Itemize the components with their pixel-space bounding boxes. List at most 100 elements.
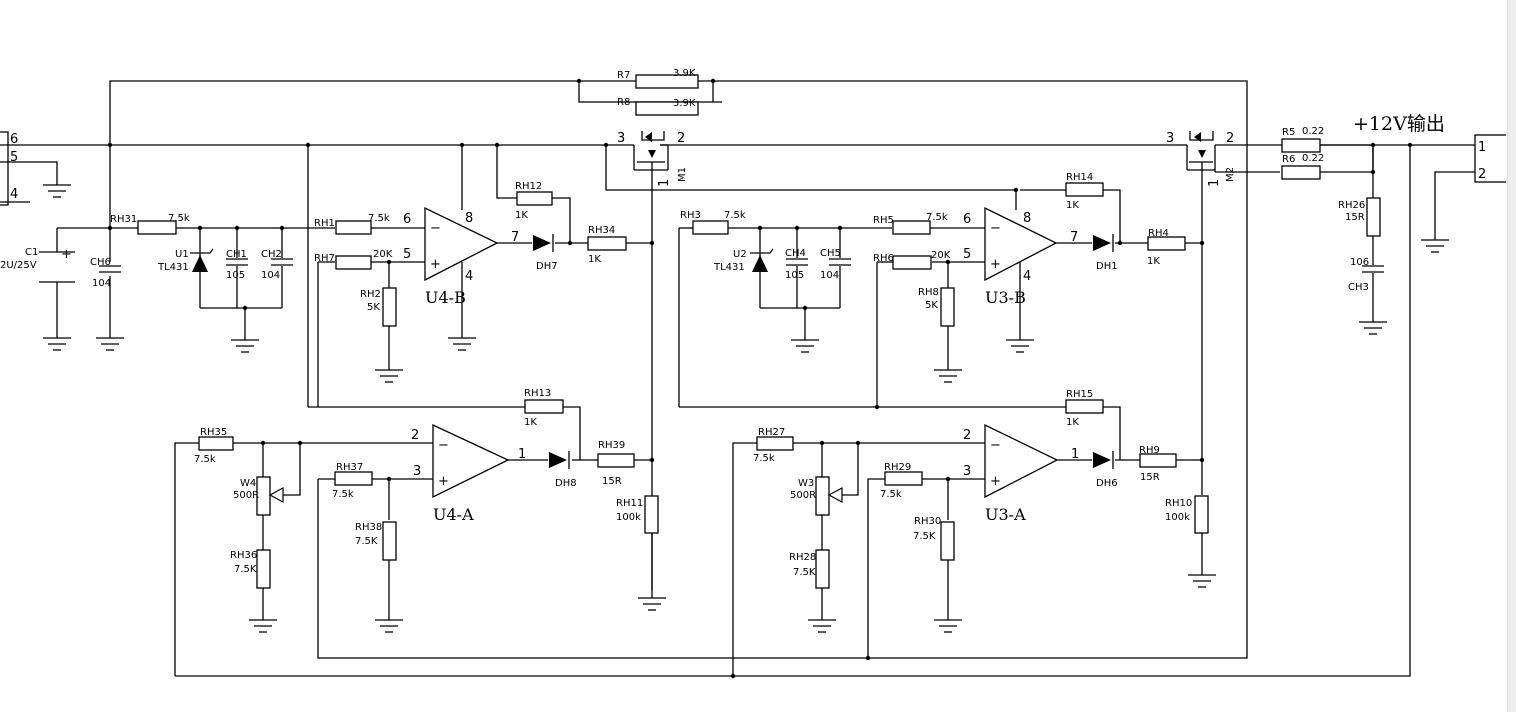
resistor-ref: RH8 — [918, 287, 939, 298]
resistor-value: 7.5k — [194, 454, 216, 465]
resistor-value: 5K — [925, 300, 938, 311]
resistor-ref: RH7 — [314, 253, 335, 264]
resistor-ref: RH39 — [598, 440, 625, 451]
resistor-ref: RH30 — [914, 516, 941, 527]
resistor-ref: RH11 — [616, 498, 643, 509]
svg-text:2: 2 — [411, 428, 419, 443]
resistor-ref: RH26 — [1338, 200, 1365, 211]
connector-in: 6 5 4 — [0, 131, 18, 206]
resistor-value: 1K — [1066, 200, 1079, 211]
diode-label: DH6 — [1096, 478, 1118, 489]
resistor-value: 5K — [367, 302, 380, 313]
svg-text:4: 4 — [10, 187, 18, 202]
svg-text:5: 5 — [403, 247, 411, 262]
resistor-ref: RH37 — [336, 462, 363, 473]
resistor-ref: RH29 — [884, 462, 911, 473]
svg-text:1: 1 — [1207, 179, 1222, 187]
svg-text:5: 5 — [10, 150, 18, 165]
svg-text:1: 1 — [1478, 140, 1486, 155]
resistor-value: 1K — [1147, 256, 1160, 267]
svg-text:6: 6 — [10, 132, 18, 147]
resistor-value: 7.5k — [368, 213, 390, 224]
capacitor-ref: CH5 — [820, 248, 841, 259]
opamp-label: U4-A — [433, 505, 474, 524]
resistor-value: 15R — [1345, 212, 1365, 223]
resistor-value: 7.5k — [926, 212, 948, 223]
resistor-ref: RH13 — [524, 388, 551, 399]
resistor-value: 100k — [616, 512, 641, 523]
resistor-ref: RH34 — [588, 225, 615, 236]
svg-text:5: 5 — [963, 247, 971, 262]
resistor-value: 7.5k — [332, 489, 354, 500]
capacitor-value: 105 — [226, 270, 245, 281]
pot-value: 500R — [790, 490, 816, 501]
capacitor-value: 104 — [820, 270, 839, 281]
resistor-ref: RH31 — [110, 214, 137, 225]
resistor-value: 0.22 — [1302, 126, 1324, 137]
svg-text:3: 3 — [617, 131, 625, 146]
resistor-ref: RH4 — [1148, 228, 1169, 239]
resistor-ref: RH6 — [873, 253, 894, 264]
svg-text:−: − — [438, 438, 449, 453]
resistor-ref: RH38 — [355, 522, 382, 533]
resistor-value: 3.9K — [673, 68, 696, 79]
mosfets: 3 2 1 3 2 1 M1 M2 — [600, 131, 1236, 187]
capacitor-ref: CH4 — [785, 248, 806, 259]
svg-text:3: 3 — [963, 464, 971, 479]
svg-text:8: 8 — [1023, 211, 1031, 226]
capacitor-ref: CH3 — [1348, 282, 1369, 293]
reference-value: TL431 — [713, 262, 745, 273]
reference-value: TL431 — [157, 262, 189, 273]
pot-ref: W4 — [240, 478, 256, 489]
resistor-value: 15R — [1140, 472, 1160, 483]
resistor-value: 3.9K — [673, 98, 696, 109]
mosfet-label: M2 — [1225, 167, 1236, 182]
reference-ref: U1 — [175, 249, 189, 260]
resistor-ref: R8 — [617, 97, 630, 108]
svg-text:8: 8 — [465, 211, 473, 226]
opamp-label: U4-B — [425, 288, 466, 307]
capacitor-value: 105 — [785, 270, 804, 281]
resistor-value: 15R — [602, 476, 622, 487]
resistor-ref: R5 — [1282, 127, 1295, 138]
resistor-ref: RH3 — [680, 210, 701, 221]
capacitor-value: 104 — [92, 278, 111, 289]
mosfet-label: M1 — [677, 167, 688, 182]
svg-text:4: 4 — [465, 269, 473, 284]
svg-text:2: 2 — [1226, 131, 1234, 146]
resistor-ref: RH28 — [789, 552, 816, 563]
diodes: DH7 DH8 DH1 DH6 — [533, 234, 1118, 489]
resistor-bodies — [137, 74, 1381, 589]
svg-text:−: − — [990, 221, 1001, 236]
capacitor-ref: CH2 — [261, 249, 282, 260]
capacitor-value: 106 — [1350, 257, 1369, 268]
resistor-value: 7.5k — [753, 453, 775, 464]
resistor-value: 0.22 — [1302, 153, 1324, 164]
capacitors: + C1 2U/25V CH6 104 CH1 105 CH2 104 CH4 … — [0, 247, 1385, 293]
resistor-value: 1K — [524, 417, 537, 428]
capacitor-value: 104 — [261, 270, 280, 281]
svg-text:+: + — [430, 257, 441, 272]
svg-text:2: 2 — [677, 131, 685, 146]
reference-ref: U2 — [733, 249, 747, 260]
opamps: − + − + − + − + U4-B U4-A U3-B U3-A 6 5 … — [403, 206, 1079, 524]
resistor-ref: RH35 — [200, 427, 227, 438]
resistor-ref: RH10 — [1165, 498, 1192, 509]
resistor-ref: RH12 — [515, 181, 542, 192]
resistor-value: 100k — [1165, 512, 1190, 523]
resistor-ref: RH2 — [360, 289, 381, 300]
svg-text:1: 1 — [657, 179, 672, 187]
resistor-value: 1K — [1066, 417, 1079, 428]
svg-text:+: + — [990, 474, 1001, 489]
svg-text:+: + — [990, 257, 1001, 272]
resistor-value: 7.5K — [793, 567, 816, 578]
svg-text:7: 7 — [1070, 230, 1078, 245]
resistor-value: 20K — [373, 249, 393, 260]
scrollbar[interactable] — [1507, 0, 1516, 712]
svg-text:4: 4 — [1023, 269, 1031, 284]
resistor-ref: RH36 — [230, 550, 257, 561]
resistor-value: 7.5K — [355, 536, 378, 547]
svg-text:2: 2 — [963, 428, 971, 443]
resistor-ref: RH5 — [873, 215, 894, 226]
